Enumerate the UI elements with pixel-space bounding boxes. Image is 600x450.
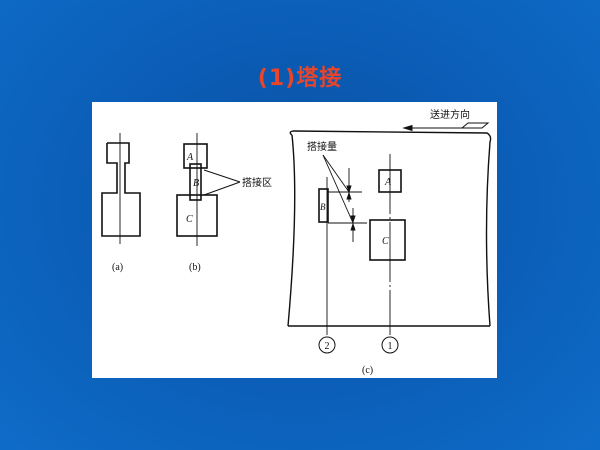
panel-b-label-a: A bbox=[186, 152, 194, 163]
station-1-marker: 1 bbox=[381, 336, 399, 354]
panel-c-parts bbox=[318, 169, 406, 261]
strip-outline bbox=[287, 130, 492, 327]
station-1-label: 1 bbox=[388, 341, 393, 352]
feed-direction-label: 送进方向 bbox=[430, 108, 470, 121]
panel-c-label-b: B bbox=[320, 202, 326, 212]
panel-c-caption: (c) bbox=[362, 365, 373, 376]
overlap-zone-callout: 搭接区 bbox=[242, 176, 272, 189]
slide-title: (1)塔接 bbox=[257, 66, 343, 91]
overlap-dimension bbox=[322, 154, 367, 242]
panel-a-drawing bbox=[101, 133, 141, 244]
panel-b-label-c: C bbox=[186, 214, 193, 225]
panel-c-label-a: A bbox=[384, 177, 392, 188]
panel-c-label-c: C bbox=[382, 236, 389, 247]
panel-b-drawing bbox=[176, 133, 241, 246]
panel-a-caption: (a) bbox=[112, 262, 123, 273]
panel-b-label-b: B bbox=[193, 178, 199, 189]
feed-direction-arrow-icon bbox=[402, 122, 490, 132]
station-2-label: 2 bbox=[325, 341, 330, 352]
panel-b-caption: (b) bbox=[189, 262, 201, 273]
lap-joint-figure: (a) A B C 搭接区 (b) 送进方向 bbox=[92, 102, 497, 378]
station-centerlines bbox=[326, 154, 391, 335]
overlap-amount-label: 搭接量 bbox=[307, 140, 337, 153]
station-2-marker: 2 bbox=[318, 336, 336, 354]
